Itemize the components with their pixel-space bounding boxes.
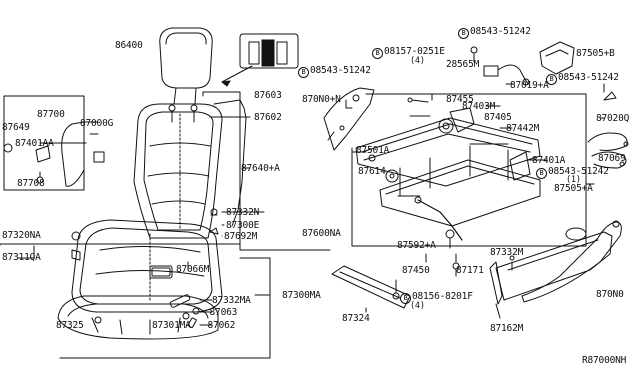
- label-08157-qty: (4): [410, 56, 425, 66]
- label-87301ma: 87301MA: [152, 320, 191, 331]
- bolt-circle-icon: B: [536, 168, 547, 179]
- dash: -: [202, 320, 208, 331]
- bolt-circle-icon: B: [546, 74, 557, 85]
- label-87505b: 87505+B: [576, 48, 615, 59]
- label-87692m: 87692M: [224, 231, 258, 242]
- label-870n0: 870N0: [596, 289, 624, 300]
- label-87019a: 87019+A: [510, 80, 549, 91]
- label-08543-low-qty: (1): [566, 175, 581, 185]
- back-frame-drawing: [323, 87, 375, 151]
- label-87324: 87324: [342, 313, 370, 324]
- label-87403m: 87403M: [462, 101, 496, 112]
- label-87062-text: 87062: [207, 320, 236, 331]
- label-87063: -87063: [204, 307, 237, 318]
- label-87069: 87069: [598, 153, 626, 164]
- label-08156-text: 08156-8201F: [412, 291, 473, 302]
- label-87162m: 87162M: [490, 323, 524, 334]
- harness-right-drawing: [587, 91, 629, 169]
- label-87325: 87325: [56, 320, 84, 331]
- bolt-circle-icon: B: [372, 48, 383, 59]
- label-87592a: 87592+A: [397, 240, 436, 251]
- label-87640a: 87640+A: [241, 163, 280, 174]
- label-08156-qty: (4): [410, 301, 425, 311]
- label-87505a: 87505+A: [554, 183, 593, 194]
- cushion-pan-drawing: [57, 295, 219, 340]
- label-87600na: 87600NA: [302, 228, 341, 239]
- label-87332n: 87332N: [226, 207, 260, 218]
- label-87405: 87405: [484, 112, 512, 123]
- bracket-lines-left: [0, 87, 331, 359]
- bolt-circle-icon: B: [458, 28, 469, 39]
- label-08543-right-text: 08543-51242: [558, 72, 619, 83]
- label-87000g: 87000G: [80, 118, 114, 129]
- label-87320na: 87320NA: [2, 230, 41, 241]
- seat-adjuster-drawing: [355, 97, 541, 241]
- label-87708: 87708: [17, 178, 45, 189]
- seat-cushion-drawing: [71, 219, 223, 313]
- bracket-lines-right: [345, 83, 605, 263]
- label-87602: 87602: [254, 112, 282, 123]
- outer-trim-drawing: [489, 183, 622, 319]
- label-87066m: 87066M: [176, 264, 210, 275]
- label-87020q: 87020Q: [596, 113, 630, 124]
- label-87700: 87700: [37, 109, 65, 120]
- label-87300e: 87300E: [226, 220, 260, 231]
- headrest-drawing: [159, 27, 213, 105]
- label-87401a: 87401A: [532, 155, 566, 166]
- label-87300ma: 87300MA: [282, 290, 321, 301]
- headrest-guides: [168, 104, 198, 123]
- bolt-circle-icon: B: [298, 67, 309, 78]
- label-08157-text: 08157-0251E: [384, 46, 445, 57]
- label-87455: 87455: [446, 94, 474, 105]
- dash: -: [204, 307, 210, 318]
- label-870n0n: 870N0+N: [302, 94, 341, 105]
- label-87649: 87649: [2, 122, 30, 133]
- label-87501a: 87501A: [356, 145, 390, 156]
- cover-87324-drawing: [331, 265, 411, 313]
- label-87332m: 87332M: [490, 247, 524, 258]
- label-08543-left-text: 08543-51242: [310, 65, 371, 76]
- small-parts-drawing: [169, 208, 219, 328]
- bolts-lower-drawing: [392, 229, 460, 300]
- label-87062: -87062: [202, 320, 235, 331]
- label-28565m: 28565M: [446, 59, 480, 70]
- label-08543-low-text: 08543-51242: [548, 166, 609, 177]
- cover-87505b-drawing: [539, 41, 575, 75]
- harness-drawing: [470, 46, 530, 86]
- label-87614: 87614: [358, 166, 386, 177]
- diagram-reference-code: R87000NH: [582, 355, 627, 366]
- label-87311qa: 87311QA: [2, 252, 41, 263]
- label-87332ma: 87332MA: [212, 295, 251, 306]
- label-87442m: 87442M: [506, 123, 540, 134]
- label-86400: 86400: [115, 40, 143, 51]
- label-08543-top-text: 08543-51242: [470, 26, 531, 37]
- label-87063-text: 87063: [209, 307, 238, 318]
- label-87603: 87603: [254, 90, 282, 101]
- vehicle-location-inset: [221, 33, 299, 87]
- label-87171: 87171: [456, 265, 484, 276]
- label-87401aa: 87401AA: [15, 138, 54, 149]
- bolt-circle-icon: B: [400, 293, 411, 304]
- label-87450: 87450: [402, 265, 430, 276]
